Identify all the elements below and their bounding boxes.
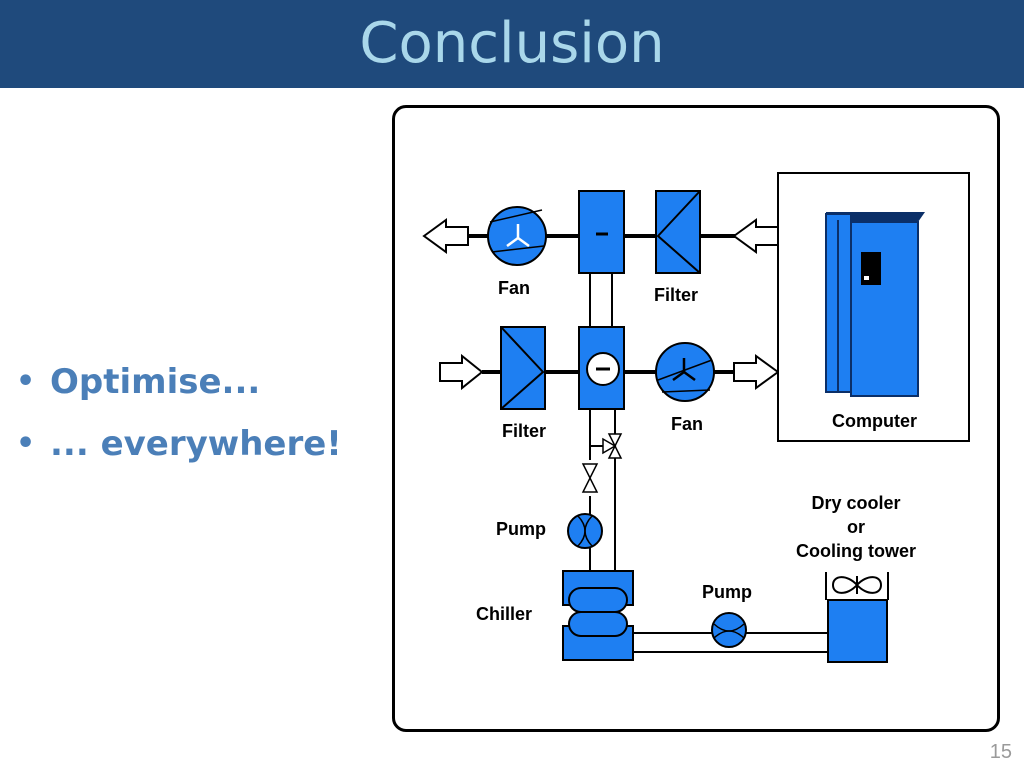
- label-cooling-tower: Cooling tower: [796, 541, 916, 561]
- dry-cooler-icon: [825, 572, 889, 663]
- return-air-arrow-icon: [732, 218, 779, 254]
- coil-link-pipe: [589, 272, 613, 328]
- page-number: 15: [989, 741, 1012, 763]
- bullet-icon: •: [16, 364, 36, 399]
- title-bar: Conclusion: [0, 0, 1024, 88]
- label-or: or: [847, 517, 865, 537]
- slide-title: Conclusion: [359, 11, 665, 76]
- bullet-text: Optimise...: [50, 362, 261, 402]
- label-computer: Computer: [832, 411, 917, 431]
- bullet-item: • Optimise...: [12, 356, 342, 418]
- label-pump-bottom: Pump: [702, 582, 752, 602]
- label-filter-top: Filter: [654, 285, 698, 305]
- filter-top-icon: [655, 190, 701, 274]
- bullet-icon: •: [16, 426, 36, 461]
- filter-bottom-icon: [500, 326, 546, 410]
- pump-left-icon: [567, 513, 603, 549]
- exhaust-arrow-icon: [422, 218, 469, 254]
- pump-bottom-icon: [711, 612, 747, 648]
- supply-air-arrow-icon: [733, 354, 780, 390]
- label-filter-bottom: Filter: [502, 421, 546, 441]
- label-fan-top: Fan: [498, 278, 530, 298]
- fan-top-icon: [487, 206, 547, 266]
- fan-bottom-icon: [655, 342, 715, 402]
- label-dry-cooler: Dry cooler: [811, 493, 900, 513]
- computer-rack-icon: [825, 212, 925, 397]
- bullet-text: ... everywhere!: [50, 424, 342, 464]
- chiller-icon: [562, 570, 634, 661]
- label-chiller: Chiller: [476, 604, 532, 624]
- coil-top: [578, 190, 625, 274]
- valve-icon: [581, 460, 599, 496]
- bullet-list: • Optimise... • ... everywhere!: [12, 356, 342, 480]
- three-way-valve-icon: [602, 433, 623, 459]
- bullet-item: • ... everywhere!: [12, 418, 342, 480]
- intake-arrow-icon: [439, 353, 484, 391]
- label-pump-left: Pump: [496, 519, 546, 539]
- label-fan-bottom: Fan: [671, 414, 703, 434]
